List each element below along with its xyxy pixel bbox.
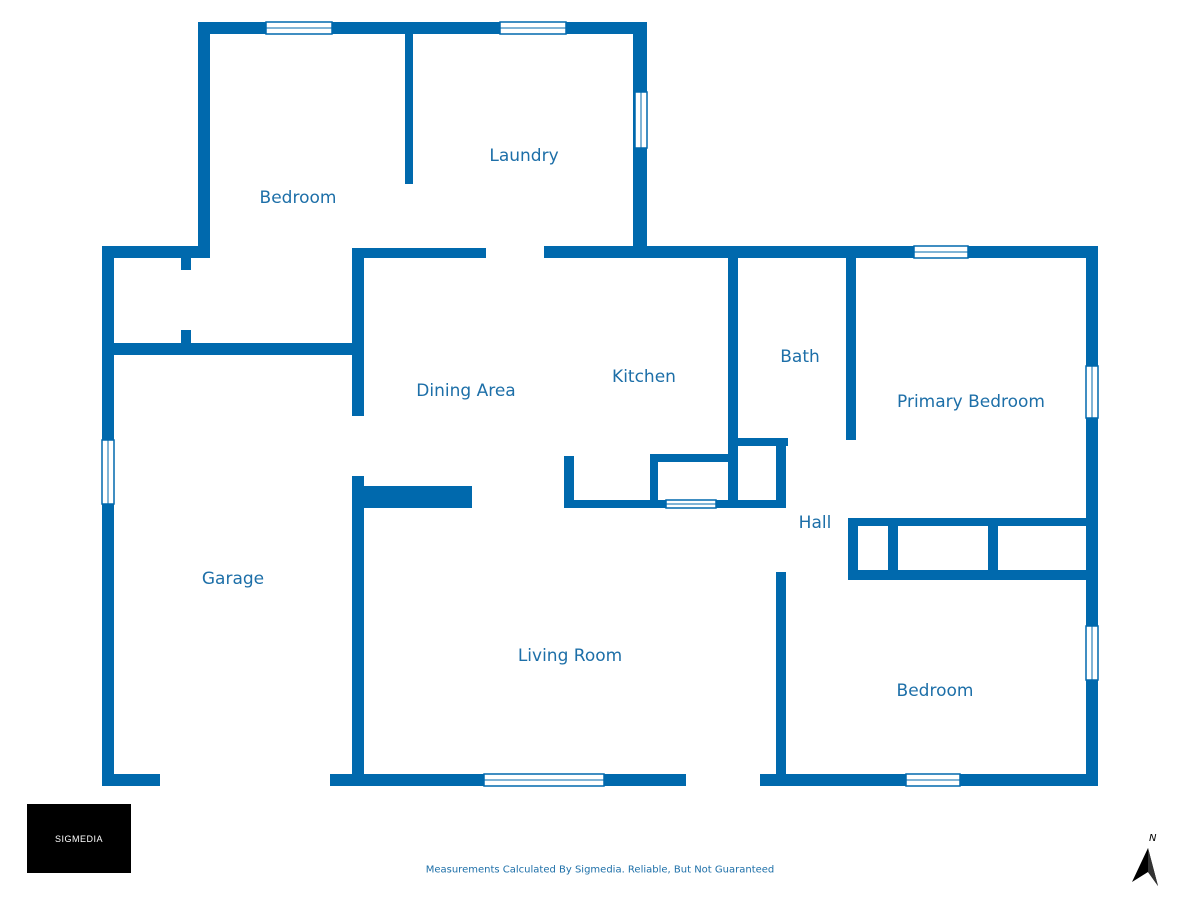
wall-north-bedroom-top	[198, 22, 634, 34]
window-bedroom-east	[1085, 625, 1099, 681]
wall-west-exterior	[102, 246, 114, 786]
window-bedroom-south	[905, 773, 961, 787]
wall-garage-living-lower	[352, 476, 364, 780]
wall-storage-stub-a	[181, 258, 191, 270]
wall-bedroom-laundry-divider	[405, 34, 413, 184]
wall-kitchen-bath	[728, 258, 738, 508]
wall-storage-top	[102, 246, 210, 258]
wall-north-bedroom-west	[198, 22, 210, 254]
window-living-south	[483, 773, 605, 787]
brand-logo: SIGMEDIA	[27, 804, 131, 873]
wall-bedroom-southeast-west	[776, 572, 786, 780]
window-primary-north	[913, 245, 969, 259]
wall-fireplace	[364, 486, 472, 508]
wall-garage-dining-upper	[352, 258, 364, 416]
room-label-bath: Bath	[780, 347, 820, 367]
room-label-dining-area: Dining Area	[416, 381, 516, 401]
wall-bath-primary	[846, 258, 856, 440]
wall-pantry-top	[650, 454, 730, 462]
footer-disclaimer: Measurements Calculated By Sigmedia. Rel…	[425, 864, 775, 876]
wall-hall-stub	[776, 446, 786, 508]
window-laundry-north	[499, 21, 567, 35]
room-label-kitchen: Kitchen	[612, 367, 676, 387]
wall-closet-top	[856, 518, 1098, 526]
room-label-bedroom-southeast: Bedroom	[896, 681, 974, 701]
room-label-bedroom-north: Bedroom	[259, 188, 337, 208]
windows	[101, 21, 1099, 787]
window-primary-east	[1085, 365, 1099, 419]
wall-garage-top	[114, 343, 364, 355]
room-label-hall: Hall	[798, 513, 832, 533]
wall-north-east-exterior	[544, 246, 1098, 258]
wall-closet-bottom	[848, 570, 1098, 580]
room-label-living-room: Living Room	[517, 646, 623, 666]
window-kitchen-pantry	[665, 499, 717, 509]
room-label-primary-bedroom: Primary Bedroom	[897, 392, 1045, 412]
brand-logo-text: SIGMEDIA	[54, 833, 103, 844]
wall-dining-top-left	[352, 248, 486, 258]
wall-storage-stub-b	[181, 330, 191, 348]
wall-closet-divider-a	[888, 518, 898, 580]
wall-kitchen-island-left	[564, 456, 574, 508]
wall-closet-west	[848, 518, 858, 580]
room-label-laundry: Laundry	[489, 146, 559, 166]
window-garage-west	[101, 439, 115, 505]
compass-label: N	[1149, 833, 1157, 844]
wall-pantry-left	[650, 454, 658, 508]
wall-bath-bottom	[738, 438, 788, 446]
window-laundry-east	[634, 91, 648, 149]
room-label-garage: Garage	[201, 569, 265, 589]
wall-south-garage-left	[102, 774, 160, 786]
wall-east-exterior	[1086, 246, 1098, 786]
wall-closet-divider-b	[988, 518, 998, 580]
window-north-bedroom	[265, 21, 333, 35]
north-arrow-icon	[1132, 848, 1158, 886]
